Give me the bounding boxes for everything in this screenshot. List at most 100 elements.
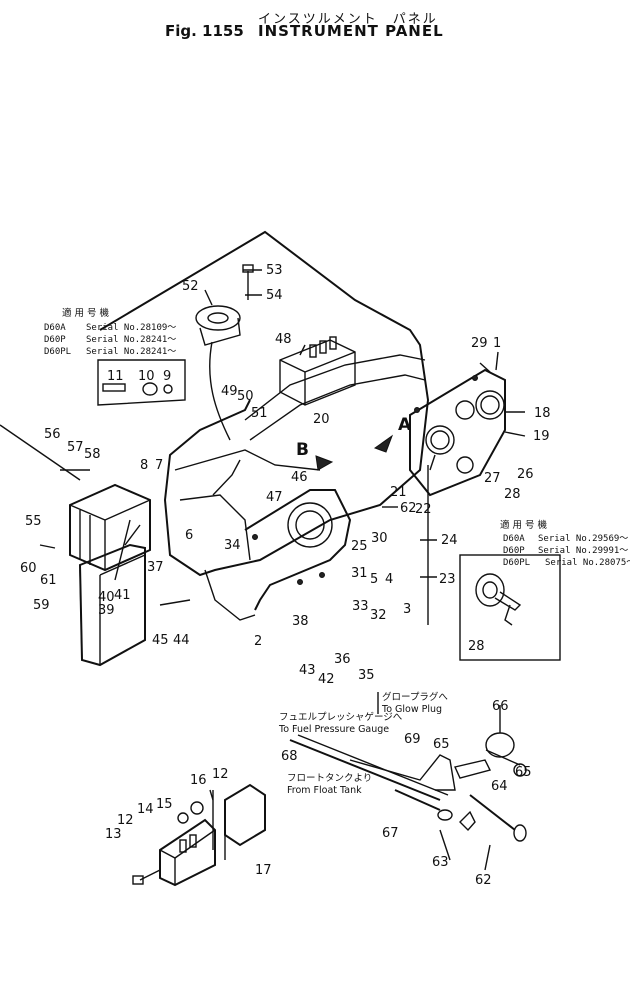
part-number-38: 38 xyxy=(292,614,309,629)
part-number-23: 23 xyxy=(439,572,456,587)
part-number-32: 32 xyxy=(370,608,387,623)
part-number-39: 39 xyxy=(98,603,115,618)
part-number-5: 5 xyxy=(370,572,378,587)
part-number-52: 52 xyxy=(182,279,199,294)
dashboard-panel xyxy=(99,230,430,621)
part-number-56: 56 xyxy=(44,427,61,442)
note-float-jp: フロートタンクより xyxy=(287,773,372,784)
part-number-9: 9 xyxy=(163,369,171,384)
part-number-4: 4 xyxy=(385,572,393,587)
part-number-30: 30 xyxy=(371,531,388,546)
part-number-62b: 62 xyxy=(475,873,492,888)
part-number-27: 27 xyxy=(484,471,501,486)
part-number-10: 10 xyxy=(138,369,155,384)
part-number-37: 37 xyxy=(147,560,164,575)
mounting-plate xyxy=(244,489,352,611)
figure-title: INSTRUMENT PANEL xyxy=(258,22,444,40)
part-number-22: 22 xyxy=(415,502,432,517)
part-number-12b: 12 xyxy=(117,813,134,828)
part-number-50: 50 xyxy=(237,389,254,404)
part-number-51: 51 xyxy=(251,406,268,421)
part-number-69: 69 xyxy=(404,732,421,747)
part-number-3: 3 xyxy=(403,602,411,617)
part-number-16: 16 xyxy=(190,773,207,788)
serial-box-left-heading: 適 用 号 機 xyxy=(62,307,110,319)
part-number-8: 8 xyxy=(140,458,148,473)
part-number-21: 21 xyxy=(390,485,407,500)
serial-left-model-3: D60PL xyxy=(44,347,71,357)
part-number-13: 13 xyxy=(105,827,122,842)
part-number-65a: 65 xyxy=(433,737,450,752)
part-number-41: 41 xyxy=(114,588,131,603)
part-number-58: 58 xyxy=(84,447,101,462)
part-number-labels: 1 2 3 4 5 6 7 8 9 10 11 12 12 13 14 15 1… xyxy=(20,263,551,888)
regulator xyxy=(69,483,151,572)
note-glow-jp: グロープラグへ xyxy=(382,691,448,703)
serial-right-model-1: D60A xyxy=(503,534,525,544)
serial-left-model-2: D60P xyxy=(44,335,66,345)
part-number-66: 66 xyxy=(492,699,509,714)
serial-box-right-heading: 適 用 号 機 xyxy=(500,519,548,531)
note-float-en: From Float Tank xyxy=(287,785,362,796)
part-number-44: 44 xyxy=(173,633,190,648)
arrow-a-icon xyxy=(373,434,394,453)
part-number-25: 25 xyxy=(351,539,368,554)
leader-lines xyxy=(0,269,526,871)
view-label-a: A xyxy=(398,415,412,435)
part-number-18: 18 xyxy=(534,406,551,421)
serial-left-serial-2: Serial No.28241～ xyxy=(86,335,176,345)
part-number-55: 55 xyxy=(25,514,42,529)
part-number-36: 36 xyxy=(334,652,351,667)
serial-box-right: 適 用 号 機 D60A Serial No.29569～ D60P Seria… xyxy=(500,519,630,568)
part-number-2: 2 xyxy=(254,634,262,649)
part-number-49: 49 xyxy=(221,384,238,399)
note-glow-en: To Glow Plug xyxy=(381,704,442,715)
serial-box-left: 適 用 号 機 D60A Serial No.28109～ D60P Seria… xyxy=(44,307,186,406)
part-number-28b: 28 xyxy=(468,639,485,654)
part-number-31: 31 xyxy=(351,566,368,581)
note-fuel-jp: フュエルプレッシャゲージへ xyxy=(279,711,403,723)
japanese-title: インスツルメント パネル xyxy=(258,12,438,27)
part-number-65b: 65 xyxy=(515,765,532,780)
part-number-54: 54 xyxy=(266,288,283,303)
clip-bracket xyxy=(132,783,266,887)
part-number-11: 11 xyxy=(107,369,124,384)
figure-number: Fig. 1155 xyxy=(165,22,244,40)
note-fuel-en: To Fuel Pressure Gauge xyxy=(278,724,389,735)
relay-box xyxy=(279,336,356,406)
part-number-20: 20 xyxy=(313,412,330,427)
part-number-33: 33 xyxy=(352,599,369,614)
part-number-6: 6 xyxy=(185,528,193,543)
serial-right-serial-3: Serial No.28075～ xyxy=(545,558,630,568)
serial-right-model-3: D60PL xyxy=(503,558,530,568)
part-number-35: 35 xyxy=(358,668,375,683)
horn xyxy=(195,264,254,441)
view-label-b: B xyxy=(296,440,309,460)
part-number-43: 43 xyxy=(299,663,316,678)
part-number-24: 24 xyxy=(441,533,458,548)
part-number-64: 64 xyxy=(491,779,508,794)
part-number-62a: 62 xyxy=(400,501,417,516)
part-number-46: 46 xyxy=(291,470,308,485)
part-number-28a: 28 xyxy=(504,487,521,502)
part-number-7: 7 xyxy=(155,458,163,473)
routing-notes: グロープラグへ To Glow Plug フュエルプレッシャゲージへ To Fu… xyxy=(278,691,448,796)
serial-left-serial-3: Serial No.28241～ xyxy=(86,347,176,357)
part-number-14: 14 xyxy=(137,802,154,817)
part-number-42: 42 xyxy=(318,672,335,687)
bracket xyxy=(78,543,146,667)
serial-right-serial-2: Serial No.29991～ xyxy=(538,546,628,556)
part-number-61: 61 xyxy=(40,573,57,588)
part-number-45: 45 xyxy=(152,633,169,648)
part-number-48: 48 xyxy=(275,332,292,347)
part-number-57: 57 xyxy=(67,440,84,455)
part-number-12a: 12 xyxy=(212,767,229,782)
gauge-panel xyxy=(409,368,506,497)
part-number-53: 53 xyxy=(266,263,283,278)
part-number-34: 34 xyxy=(224,538,241,553)
part-number-26: 26 xyxy=(517,467,534,482)
part-number-19: 19 xyxy=(533,429,550,444)
part-number-17: 17 xyxy=(255,863,272,878)
part-number-47: 47 xyxy=(266,490,283,505)
part-number-15: 15 xyxy=(156,797,173,812)
